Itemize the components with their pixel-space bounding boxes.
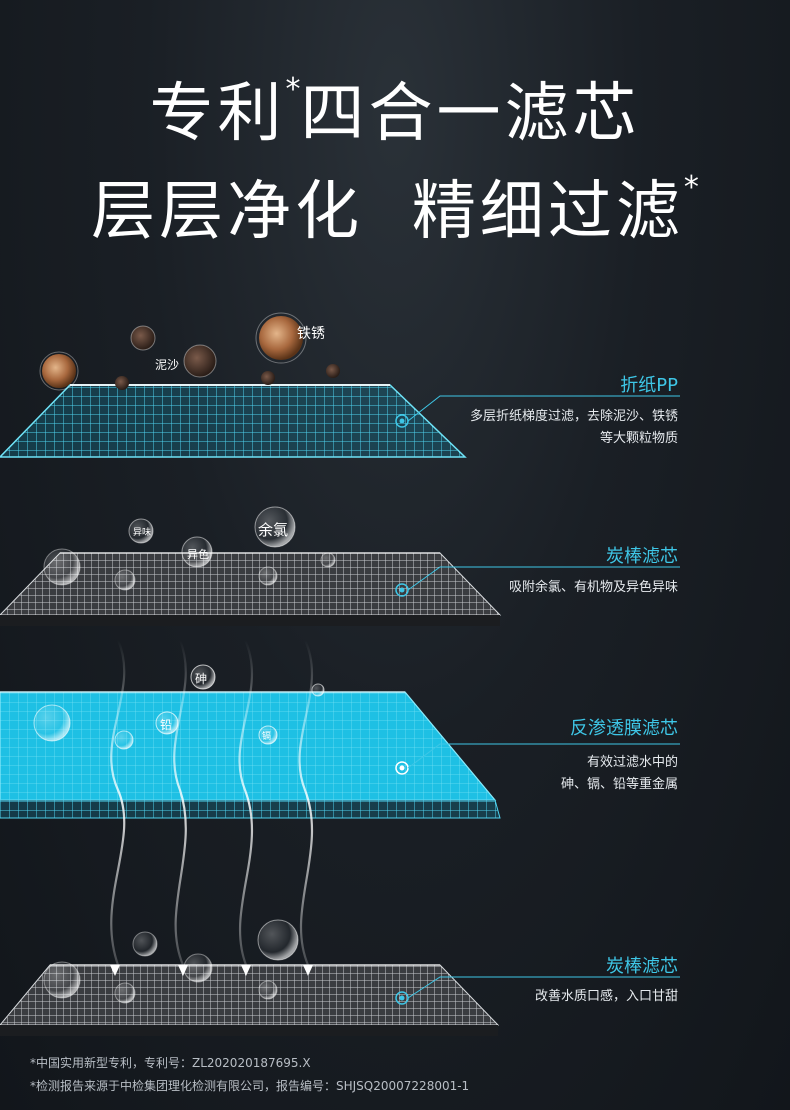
sand-particle-icon xyxy=(183,344,217,378)
chlorine-bubble-icon xyxy=(254,506,296,548)
particle-label-odor: 异味 xyxy=(133,528,152,538)
layer-title-ro: 反渗透膜滤芯 xyxy=(570,718,678,739)
connector-4 xyxy=(395,976,680,1005)
sand-particle-icon xyxy=(130,325,156,351)
arsenic-bubble-icon xyxy=(190,664,216,690)
particle-label-chlorine: 余氯 xyxy=(258,521,289,539)
color-bubble-icon xyxy=(181,536,213,568)
layer-desc-carbon-1: 吸附余氯、有机物及异色异味 xyxy=(508,580,678,595)
layer-ro-sheet xyxy=(0,691,501,819)
particle-label-arsenic: 砷 xyxy=(195,672,208,686)
headline-line2: 层层净化 精细过滤* xyxy=(91,170,699,249)
layer-title-pp: 折纸PP xyxy=(620,375,678,396)
layer-desc-pp-1: 多层折纸梯度过滤，去除泥沙、铁锈 xyxy=(469,409,678,424)
layer-title-carbon-2: 炭棒滤芯 xyxy=(606,956,678,977)
particle-label-color: 异色 xyxy=(187,548,209,561)
connector-3 xyxy=(395,743,680,775)
layer-desc-carbon-2: 改善水质口感，入口甘甜 xyxy=(534,989,678,1004)
particle-label-rust: 铁锈 xyxy=(297,326,325,342)
rust-particle-icon xyxy=(259,316,303,360)
layer-desc-pp-2: 等大颗粒物质 xyxy=(599,431,678,446)
cadmium-bubble-icon xyxy=(258,725,278,745)
odor-bubble-icon xyxy=(128,518,154,544)
footnote-report: *检测报告来源于中检集团理化检测有限公司，报告编号：SHJSQ200072280… xyxy=(30,1079,470,1093)
particle-label-lead: 铅 xyxy=(160,718,173,732)
layer-desc-ro-1: 有效过滤水中的 xyxy=(586,755,678,770)
footnote-patent: *中国实用新型专利，专利号：ZL202020187695.X xyxy=(30,1056,311,1070)
water-flow-lines xyxy=(110,639,314,966)
particle-label-cadmium: 镉 xyxy=(262,732,272,742)
layer-desc-ro-2: 砷、镉、铅等重金属 xyxy=(560,777,678,792)
connector-1 xyxy=(395,395,680,428)
particle-label-sand: 泥沙 xyxy=(155,358,180,372)
headline-line1: 专利*四合一滤芯 xyxy=(149,72,641,151)
rust-particle-icon xyxy=(42,354,76,388)
layer-carbon-sheet-2 xyxy=(0,964,500,1036)
layer-title-carbon-1: 炭棒滤芯 xyxy=(606,546,678,567)
connector-2 xyxy=(395,566,680,597)
layer-carbon-sheet-1 xyxy=(0,552,502,626)
